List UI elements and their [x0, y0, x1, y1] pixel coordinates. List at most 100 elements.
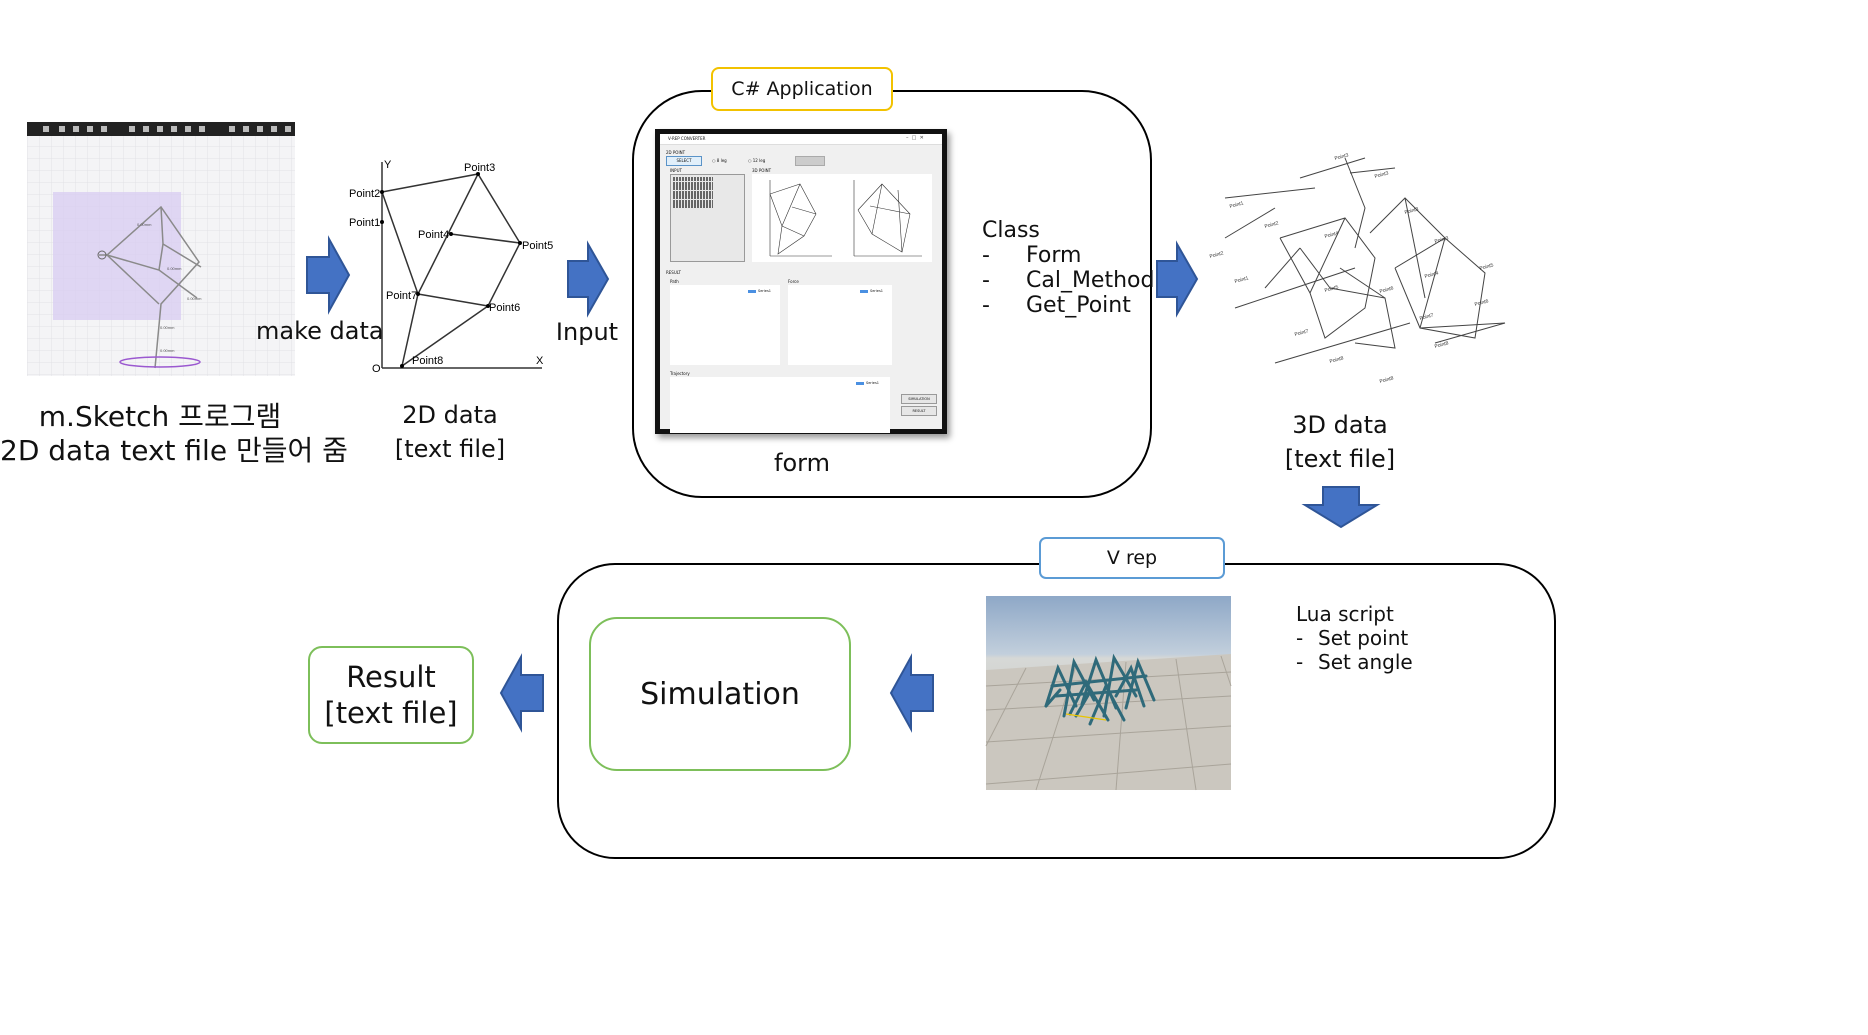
- result-label-line2: [text file]: [324, 696, 458, 730]
- form-client: V-REP CONVERTER – □ ✕ 2D POINT SELECT ○ …: [660, 134, 942, 433]
- radio-12leg[interactable]: ○ 12 leg: [748, 158, 766, 163]
- point6-label: Point6: [489, 302, 520, 314]
- disabled-button[interactable]: [795, 156, 825, 166]
- axis-y-label: Y: [384, 159, 392, 171]
- class-item-get-point: Get_Point: [1026, 293, 1131, 318]
- svg-text:Point3: Point3: [1434, 235, 1449, 245]
- simulation-label: Simulation: [640, 676, 800, 712]
- lua-item-set-angle: Set angle: [1318, 650, 1413, 674]
- twod-diagram: Y X O Point1 Point2 Point3 Point4 Point5…: [349, 159, 553, 375]
- path-chart: Series1: [670, 285, 780, 365]
- svg-text:Point1: Point1: [1234, 275, 1249, 285]
- window-controls-icon[interactable]: – □ ✕: [906, 135, 924, 141]
- result-group-label: RESULT: [666, 270, 681, 275]
- svg-text:Point4: Point4: [1424, 270, 1439, 280]
- point4-label: Point4: [418, 229, 449, 241]
- svg-text:Point5: Point5: [1324, 284, 1339, 294]
- result-button-label: RESULT: [912, 409, 926, 413]
- path-chart-label: Path: [670, 279, 679, 284]
- simulation-button-label: SIMULATION: [908, 397, 930, 401]
- series-label: Series1: [866, 381, 879, 385]
- radio-8leg-label: 8 leg: [716, 158, 727, 163]
- result-button[interactable]: RESULT: [901, 406, 937, 416]
- form-titlebar: V-REP CONVERTER – □ ✕: [660, 134, 942, 145]
- form-caption: form: [774, 449, 830, 477]
- trajectory-chart-label: Trajectory: [670, 371, 690, 376]
- point3-label: Point3: [464, 162, 495, 174]
- svg-text:Point3: Point3: [1334, 152, 1349, 162]
- svg-text:Point4: Point4: [1324, 230, 1339, 240]
- svg-text:0.00mm: 0.00mm: [160, 325, 175, 330]
- lua-item-set-point: Set point: [1318, 626, 1409, 650]
- left-arrow-icon: [889, 653, 934, 733]
- msketch-caption: m.Sketch 프로그램 2D data text file 만들어 줌: [0, 400, 348, 468]
- select-button-label: SELECT: [676, 158, 692, 163]
- csharp-app-tag-text: C# Application: [731, 78, 873, 100]
- svg-text:Point8: Point8: [1379, 375, 1394, 385]
- legend-swatch: [860, 290, 868, 293]
- lua-script-list: Lua script -Set point -Set angle: [1296, 602, 1413, 674]
- class-list: Class -Form -Cal_Method -Get_Point: [982, 218, 1154, 318]
- series-label: Series1: [870, 289, 883, 293]
- point7-label: Point7: [386, 290, 417, 302]
- class-title: Class: [982, 218, 1040, 243]
- vrep-screenshot: [985, 596, 1232, 791]
- point-preview-panel: [752, 174, 932, 262]
- svg-text:Point3: Point3: [1404, 206, 1419, 216]
- series-label: Series1: [758, 289, 771, 293]
- svg-text:Point6: Point6: [1379, 285, 1394, 295]
- svg-text:0.00mm: 0.00mm: [167, 266, 182, 271]
- class-item: -Form: [982, 243, 1082, 268]
- svg-text:Point6: Point6: [1474, 298, 1489, 308]
- panel-3d-label: 3D POINT: [752, 168, 772, 173]
- force-chart: Series1: [788, 285, 892, 365]
- threed-caption-line2: [text file]: [1284, 445, 1396, 473]
- lua-item: -Set point: [1296, 626, 1409, 650]
- twod-caption-line2: [text file]: [394, 435, 506, 463]
- form-title: V-REP CONVERTER: [668, 136, 706, 141]
- simulation-box: Simulation: [589, 617, 851, 771]
- svg-text:Point2: Point2: [1209, 250, 1224, 260]
- point1-label: Point1: [349, 217, 380, 229]
- origin-label: O: [372, 363, 381, 375]
- right-arrow-icon: [1156, 240, 1199, 318]
- svg-text:0.00mm: 0.00mm: [137, 222, 152, 227]
- svg-text:0.00mm: 0.00mm: [160, 348, 175, 353]
- svg-text:Point3: Point3: [1374, 170, 1389, 180]
- select-button[interactable]: SELECT: [666, 156, 702, 166]
- threed-diagram: Point1 Point2 Point3 Point4 Point3 Point…: [1209, 152, 1506, 385]
- left-arrow-icon: [499, 653, 544, 733]
- svg-text:Point8: Point8: [1434, 340, 1449, 350]
- svg-text:Point7: Point7: [1294, 328, 1309, 338]
- legend-swatch: [748, 290, 756, 293]
- point5-label: Point5: [522, 240, 553, 252]
- input-listbox[interactable]: [670, 174, 745, 262]
- input-label: Input: [555, 318, 619, 346]
- twod-caption-line1: 2D data: [402, 401, 498, 429]
- point8-label: Point8: [412, 355, 443, 367]
- threed-caption-line1: 3D data: [1292, 411, 1388, 439]
- simulation-button[interactable]: SIMULATION: [901, 394, 937, 404]
- axis-x-label: X: [536, 355, 544, 367]
- csharp-app-tag: C# Application: [711, 67, 893, 111]
- class-item: -Get_Point: [982, 293, 1131, 318]
- make-data-label: make data: [256, 317, 384, 345]
- class-item-form: Form: [1026, 243, 1082, 268]
- right-arrow-icon: [306, 235, 351, 315]
- twod-caption: 2D data [text file]: [380, 398, 520, 466]
- svg-text:Point2: Point2: [1264, 220, 1279, 230]
- right-arrow-icon: [567, 240, 610, 318]
- msketch-caption-line1: m.Sketch 프로그램: [38, 400, 282, 433]
- result-label-line1: Result: [346, 660, 436, 694]
- trajectory-chart: Series1: [670, 377, 890, 433]
- lua-title: Lua script: [1296, 602, 1394, 626]
- panel-2d-label: 2D POINT: [666, 150, 686, 155]
- lua-item: -Set angle: [1296, 650, 1413, 674]
- radio-8leg[interactable]: ○ 8 leg: [712, 158, 727, 163]
- vrep-tag-text: V rep: [1106, 547, 1158, 569]
- input-group-label: INPUT: [670, 168, 682, 173]
- force-chart-label: Force: [788, 279, 799, 284]
- svg-text:Point5: Point5: [1479, 262, 1494, 272]
- svg-text:Point7: Point7: [1419, 312, 1434, 322]
